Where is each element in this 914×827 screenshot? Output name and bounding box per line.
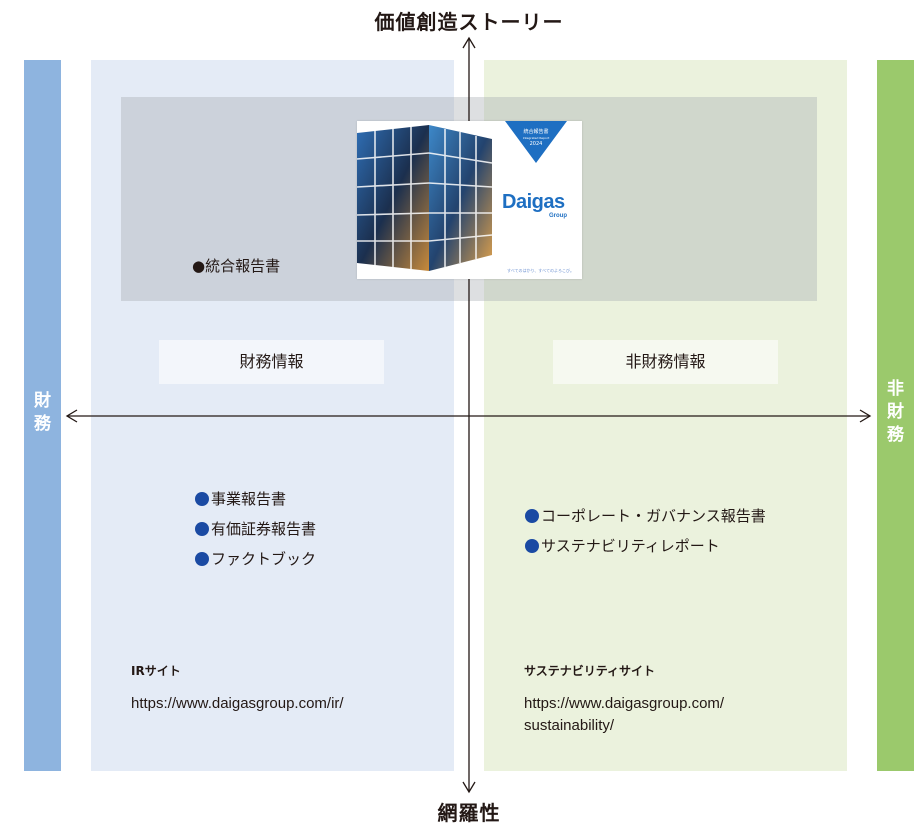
list-item: 事業報告書 bbox=[195, 484, 316, 514]
side-char: 財 bbox=[887, 402, 904, 422]
list-item: コーポレート・ガバナンス報告書 bbox=[525, 501, 766, 531]
list-item: ファクトブック bbox=[195, 544, 316, 574]
bullet-dot-icon bbox=[195, 552, 209, 566]
ir-site-label: IRサイト bbox=[131, 664, 181, 678]
bullet-dot-icon bbox=[195, 492, 209, 506]
side-char: 非 bbox=[887, 379, 904, 399]
list-item: 有価証券報告書 bbox=[195, 514, 316, 544]
financial-info-label: 財務情報 bbox=[159, 340, 384, 384]
side-char: 務 bbox=[34, 414, 51, 434]
sustainability-url-line: https://www.daigasgroup.com/ bbox=[524, 695, 725, 712]
nonfinancial-item-list: コーポレート・ガバナンス報告書 サステナビリティレポート bbox=[525, 501, 766, 561]
arrow-up-icon bbox=[462, 36, 476, 49]
daigas-logo: Daigas bbox=[502, 191, 565, 213]
nonfinancial-item-label: コーポレート・ガバナンス報告書 bbox=[541, 507, 766, 525]
integrated-report-label: ●統合報告書 bbox=[192, 257, 281, 275]
bullet-dot-icon bbox=[525, 509, 539, 523]
cover-badge-subtitle: Integrated Report bbox=[522, 136, 550, 140]
financial-item-label: 事業報告書 bbox=[211, 490, 287, 508]
nonfinancial-item-label: サステナビリティレポート bbox=[541, 537, 720, 555]
integrated-report-cover: 統合報告書 Integrated Report 2024 Daigas Grou… bbox=[357, 121, 582, 279]
financial-item-list: 事業報告書 有価証券報告書 ファクトブック bbox=[195, 484, 316, 574]
axis-top-title: 価値創造ストーリー bbox=[374, 10, 564, 34]
photo-cube-icon bbox=[357, 121, 567, 271]
nonfinancial-info-label: 非財務情報 bbox=[553, 340, 778, 384]
arrow-down-icon bbox=[462, 781, 476, 794]
bullet-dot-icon bbox=[525, 539, 539, 553]
cover-badge-year: 2024 bbox=[529, 141, 543, 147]
sustainability-site-link[interactable]: https://www.daigasgroup.com/ sustainabil… bbox=[524, 693, 724, 737]
bullet-dot-icon bbox=[195, 522, 209, 536]
cover-tagline: すべてのはかり、すべてのよろこび。 bbox=[507, 268, 574, 273]
financial-item-label: ファクトブック bbox=[211, 550, 317, 568]
list-item: サステナビリティレポート bbox=[525, 531, 766, 561]
nonfinancial-side-bar: 非 財 務 bbox=[877, 60, 914, 771]
axis-bottom-title: 網羅性 bbox=[437, 801, 501, 825]
ir-site-link[interactable]: https://www.daigasgroup.com/ir/ bbox=[131, 695, 344, 712]
sustainability-site-label: サステナビリティサイト bbox=[524, 664, 656, 678]
cover-badge-title: 統合報告書 bbox=[523, 129, 549, 135]
arrow-right-icon bbox=[859, 409, 872, 423]
financial-side-bar: 財 務 bbox=[24, 60, 61, 771]
integrated-report-item: ●統合報告書 bbox=[192, 251, 280, 281]
side-char: 財 bbox=[34, 391, 51, 411]
sustainability-url-line: sustainability/ bbox=[524, 717, 615, 734]
arrow-left-icon bbox=[65, 409, 78, 423]
side-char: 務 bbox=[887, 425, 904, 445]
daigas-logo-sub: Group bbox=[549, 213, 567, 219]
financial-item-label: 有価証券報告書 bbox=[211, 520, 317, 538]
